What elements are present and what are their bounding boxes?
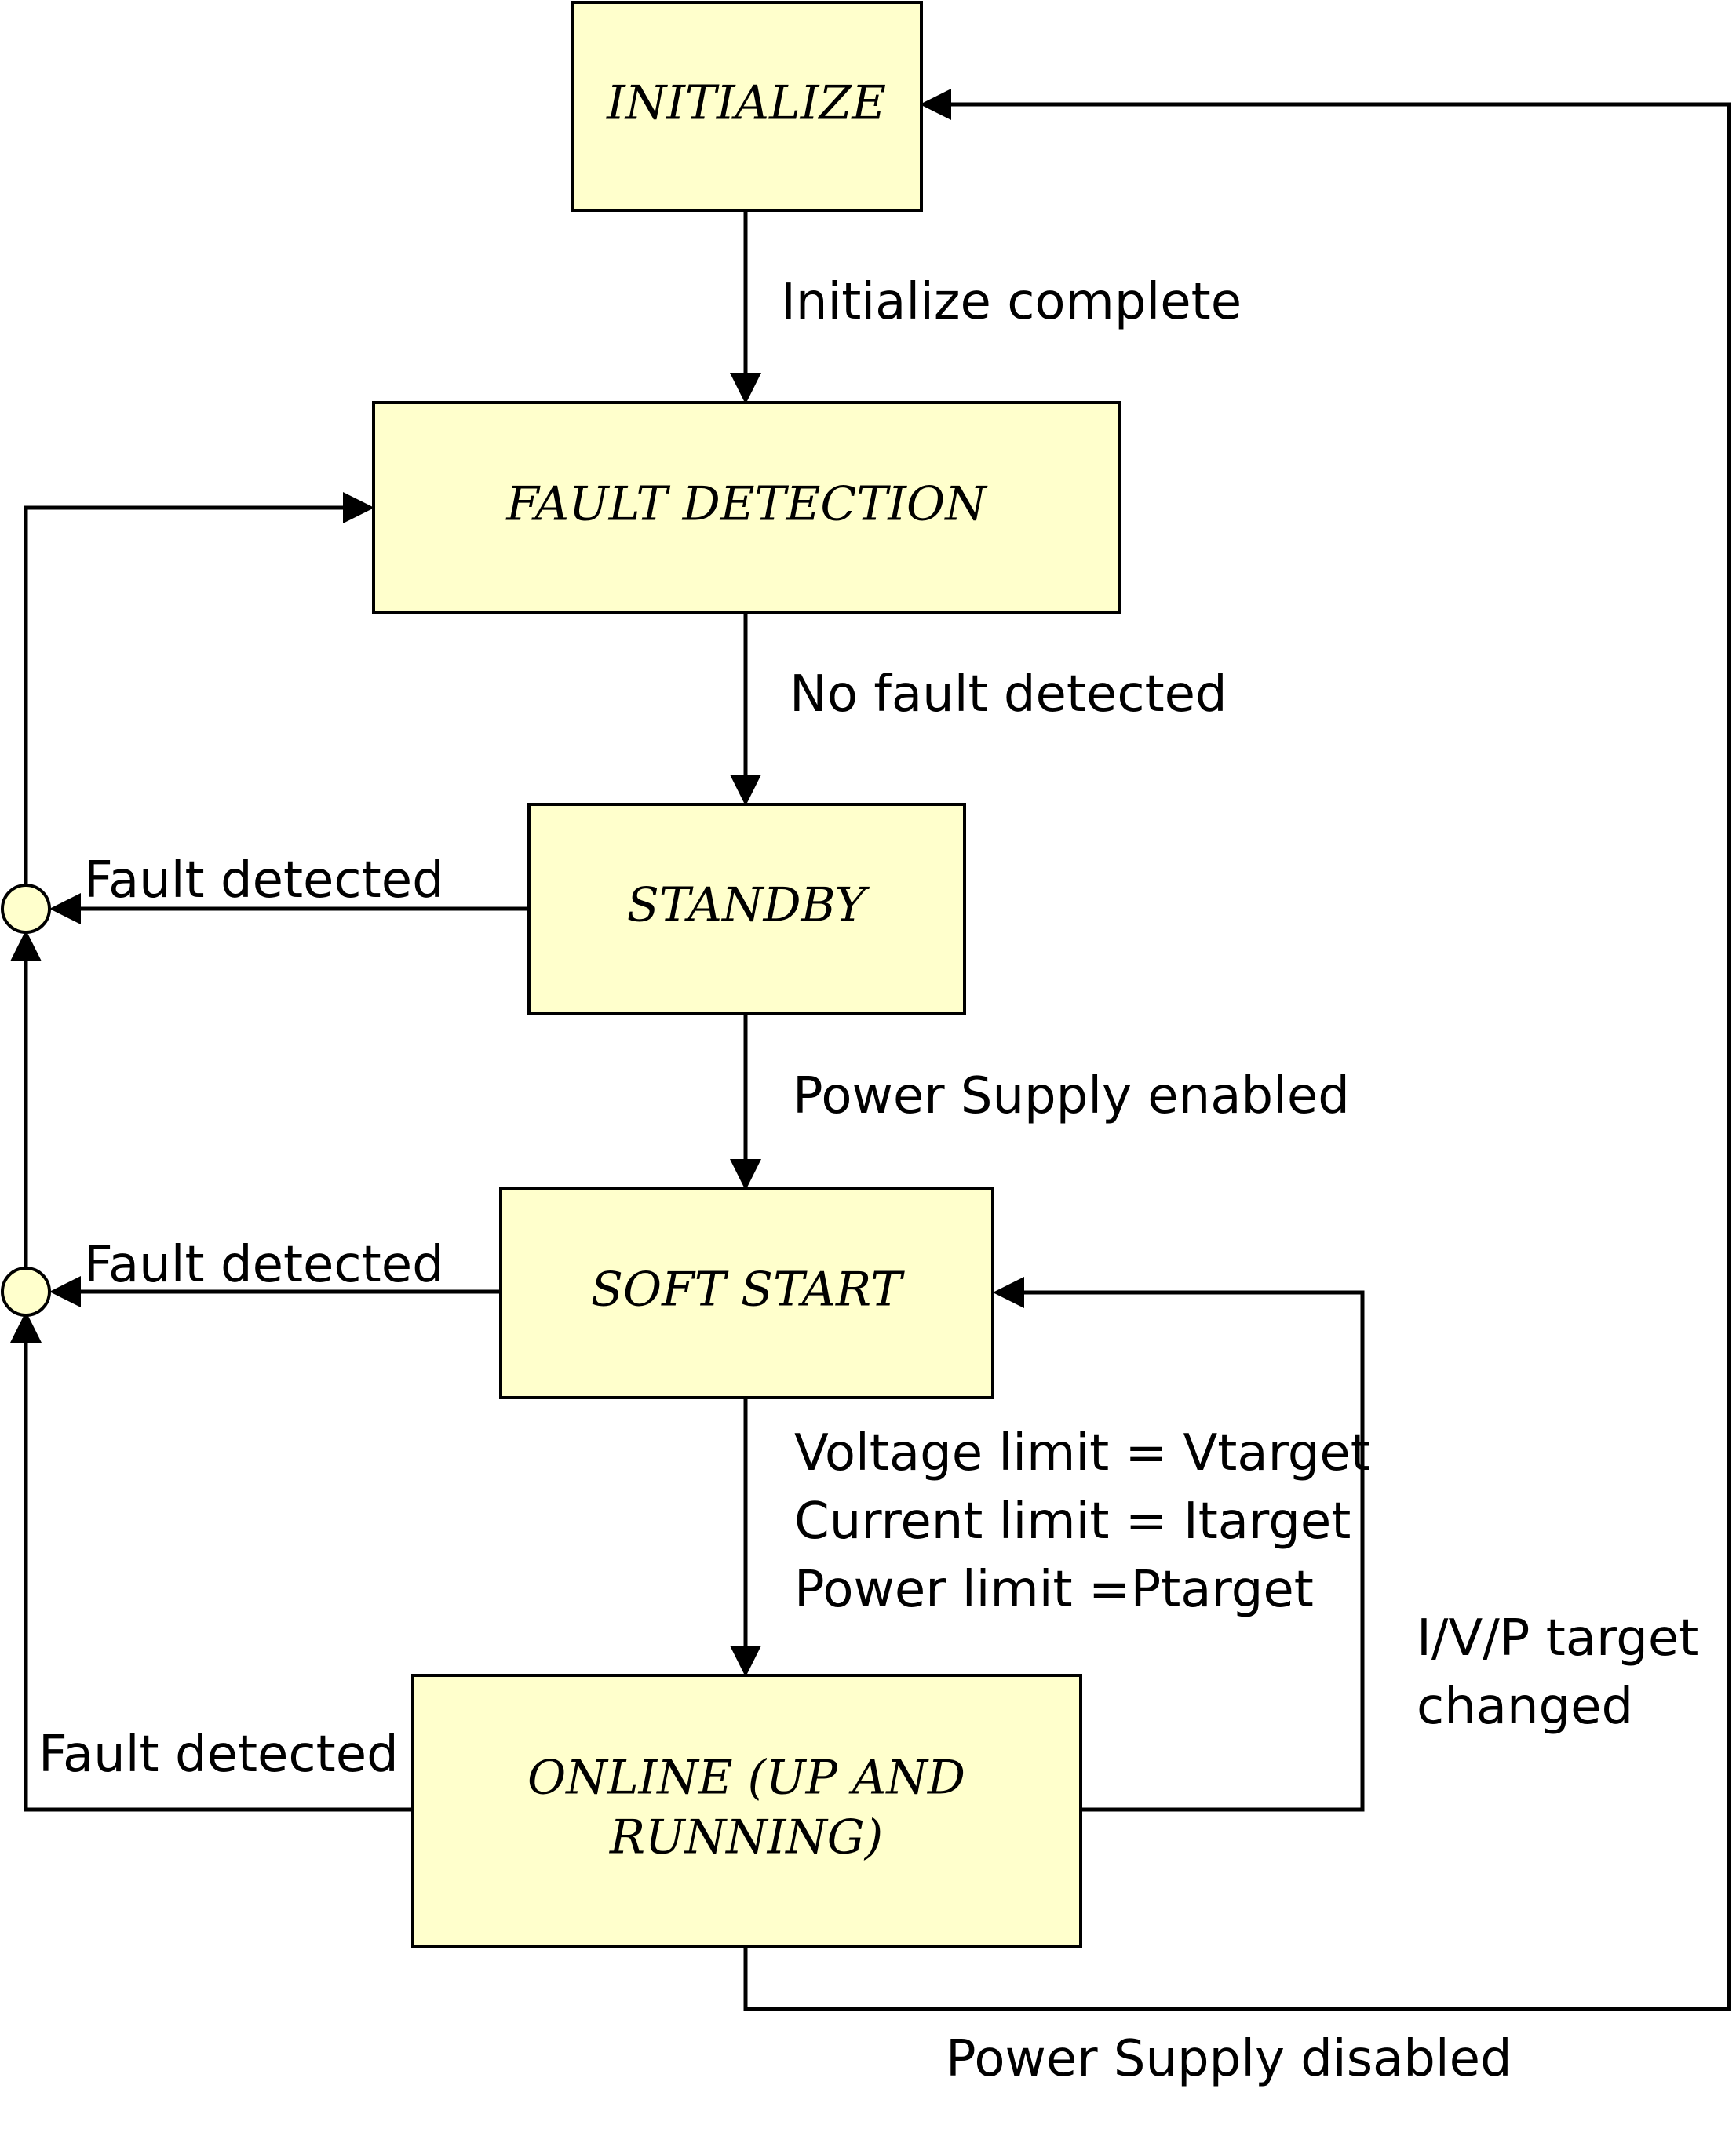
state-fault-detection-box [372, 401, 1121, 614]
label-power-limit: Power limit =Ptarget [794, 1561, 1314, 1619]
fault-junction-soft-start [1, 1267, 51, 1317]
label-fault-detected-standby: Fault detected [84, 851, 444, 910]
label-voltage-limit: Voltage limit = Vtarget [794, 1424, 1370, 1482]
label-power-supply-enabled: Power Supply enabled [793, 1067, 1350, 1125]
state-online-box [411, 1674, 1082, 1948]
edge-fault-return [24, 492, 374, 885]
state-soft-start-label: SOFT START [591, 1263, 905, 1318]
state-standby-box [527, 803, 966, 1015]
state-fault-detection-label: FAULT DETECTION [505, 477, 988, 532]
state-initialize-label: INITIALIZE [606, 76, 886, 131]
fault-junction-standby [1, 884, 51, 934]
label-current-limit: Current limit = Itarget [794, 1493, 1351, 1551]
label-no-fault-detected: No fault detected [790, 665, 1227, 724]
label-power-supply-disabled: Power Supply disabled [946, 2030, 1512, 2088]
edge-online-fault [9, 1311, 413, 1812]
edge-power-supply-disabled [743, 89, 1731, 2011]
label-fault-detected-online: Fault detected [38, 1726, 399, 1784]
label-target-changed-line2: changed [1417, 1678, 1633, 1736]
state-online-label-line2: RUNNING) [609, 1810, 883, 1865]
label-target-changed-line1: I/V/P target [1417, 1610, 1698, 1668]
state-online-label-line1: ONLINE (UP AND [527, 1751, 965, 1806]
label-initialize-complete: Initialize complete [781, 273, 1242, 331]
edge-target-changed [993, 1277, 1365, 1812]
state-standby-label: STANDBY [627, 878, 870, 933]
state-soft-start-box [499, 1187, 994, 1399]
label-fault-detected-soft-start: Fault detected [84, 1236, 444, 1294]
state-initialize-box [571, 1, 923, 212]
